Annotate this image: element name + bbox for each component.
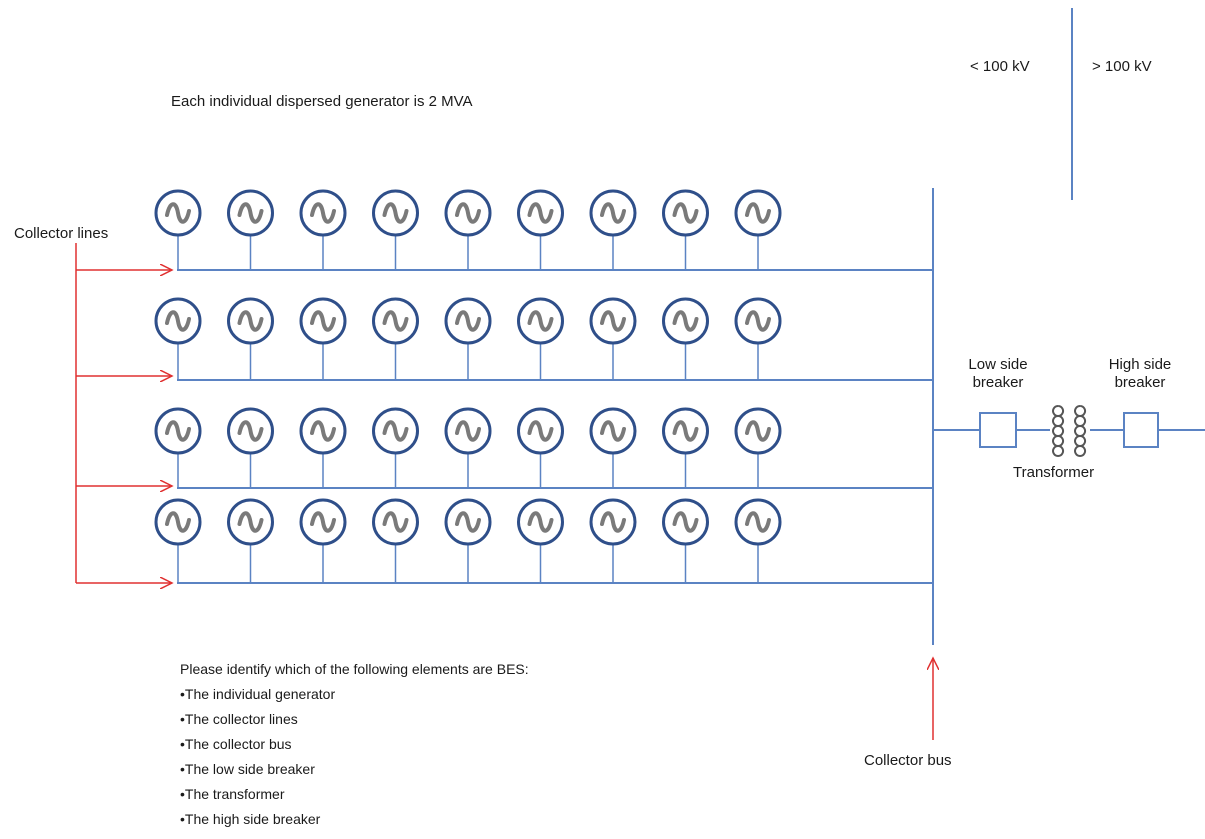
generator-array <box>154 189 782 583</box>
generator-icon <box>154 189 202 270</box>
generator-icon <box>662 407 709 488</box>
generator-icon <box>444 498 492 583</box>
generator-icon <box>734 407 782 488</box>
generator-icon <box>444 297 492 380</box>
low-side-breaker-label-line2: breaker <box>972 374 1024 391</box>
low-side-breaker-label-line1: Low side <box>968 356 1028 373</box>
generator-icon <box>734 297 782 380</box>
generator-icon <box>372 297 419 380</box>
collector-bus-label: Collector bus <box>864 752 952 769</box>
generator-icon <box>299 297 347 380</box>
generator-icon <box>662 498 709 583</box>
substation-connection <box>933 412 1205 448</box>
question-item: •The collector bus <box>180 736 292 752</box>
generator-icon <box>154 297 202 380</box>
generator-icon <box>734 498 782 583</box>
transformer-label: Transformer <box>1013 464 1095 481</box>
generator-icon <box>227 189 274 270</box>
generator-icon <box>444 189 492 270</box>
generator-icon <box>227 297 274 380</box>
generator-icon <box>589 498 637 583</box>
question-item: •The individual generator <box>180 686 336 702</box>
generator-icon <box>662 297 709 380</box>
question-item: •The collector lines <box>180 711 298 727</box>
voltage-label-low: < 100 kV <box>970 58 1030 75</box>
question-item: •The low side breaker <box>180 761 315 777</box>
question-item: •The high side breaker <box>180 811 321 827</box>
voltage-label-high: > 100 kV <box>1092 58 1152 75</box>
generator-icon <box>372 189 419 270</box>
generator-icon <box>372 407 419 488</box>
generator-icon <box>372 498 419 583</box>
high-side-breaker-label-line2: breaker <box>1114 374 1166 391</box>
generator-icon <box>299 498 347 583</box>
generator-icon <box>444 407 492 488</box>
generator-icon <box>517 407 564 488</box>
collector-lines-arrows <box>75 243 172 583</box>
high-side-breaker <box>1123 412 1159 448</box>
generator-icon <box>589 189 637 270</box>
generator-icon <box>517 297 564 380</box>
generator-icon <box>517 498 564 583</box>
generator-icon <box>517 189 564 270</box>
generator-icon <box>227 407 274 488</box>
generator-icon <box>299 189 347 270</box>
header-note: Each individual dispersed generator is 2… <box>171 93 473 110</box>
question-prompt: Please identify which of the following e… <box>180 661 529 677</box>
generator-icon <box>154 498 202 583</box>
bes-question: Please identify which of the following e… <box>180 657 529 832</box>
high-side-breaker-label: High side breaker <box>1092 356 1188 392</box>
generator-icon <box>154 407 202 488</box>
generator-icon <box>662 189 709 270</box>
generator-icon <box>227 498 274 583</box>
collector-lines <box>177 269 933 584</box>
high-side-breaker-label-line1: High side <box>1108 356 1172 373</box>
generator-icon <box>734 189 782 270</box>
transformer-icon <box>1052 405 1087 457</box>
collector-lines-label: Collector lines <box>14 225 109 242</box>
generator-icon <box>589 297 637 380</box>
low-side-breaker <box>979 412 1017 448</box>
question-item: •The transformer <box>180 786 285 802</box>
generator-icon <box>299 407 347 488</box>
generator-icon <box>589 407 637 488</box>
low-side-breaker-label: Low side breaker <box>950 356 1046 392</box>
